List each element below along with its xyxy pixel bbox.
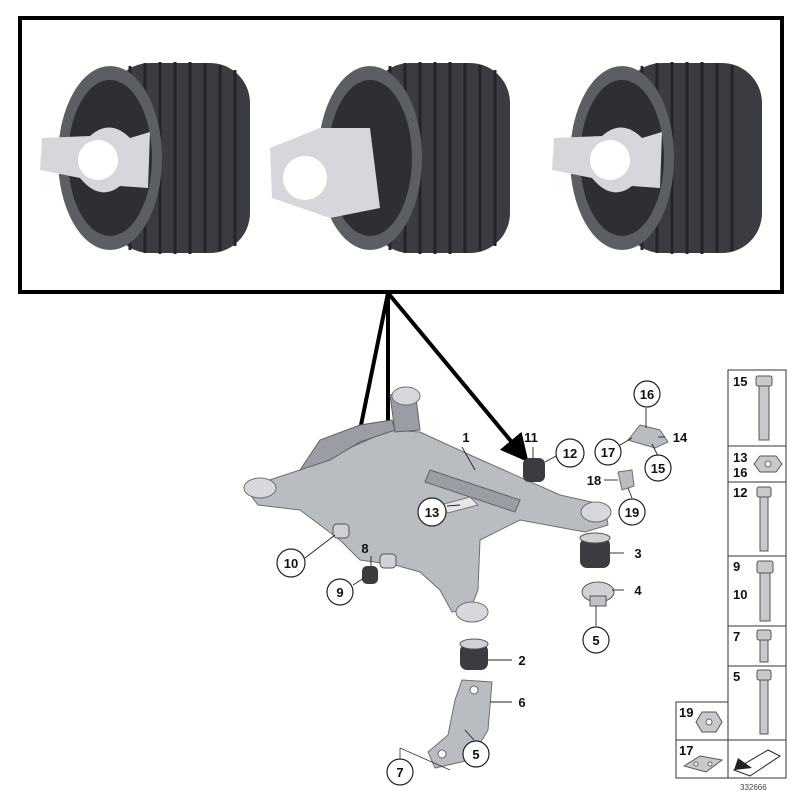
callout-18: 18 [587,473,601,488]
nut-13-16-icon [753,455,783,473]
callout-5a: 5 [592,633,599,648]
bolt-12-icon [756,486,772,552]
tray-label-19: 19 [679,705,693,720]
callout-2: 2 [518,653,525,668]
bolt-7-icon [756,629,772,663]
leader-lines [304,408,665,741]
tray-label-7: 7 [733,629,740,644]
bushing-photo-center [270,62,510,254]
bushing-photo-inset [18,16,784,294]
callout-14: 14 [673,430,688,445]
callout-12: 12 [563,446,577,461]
callout-10: 10 [284,556,298,571]
callout-9: 9 [336,585,343,600]
tray-label-9: 9 [733,559,740,574]
tray-label-13: 13 [733,450,747,465]
bushing-photo-left [40,62,250,254]
callout-7: 7 [396,765,403,780]
callout-16: 16 [640,387,654,402]
bushing-photo-right [552,62,762,254]
callout-19: 19 [625,505,639,520]
callout-8: 8 [361,541,368,556]
tray-label-5: 5 [733,669,740,684]
fastener-tray: 15 13 16 12 9 10 7 5 19 17 [675,369,787,792]
bolt-9-10-icon [756,560,774,622]
callout-17: 17 [601,445,615,460]
callout-15: 15 [651,461,665,476]
tray-label-16: 16 [733,465,747,480]
callout-1: 1 [462,430,469,445]
callout-4: 4 [634,583,642,598]
bolt-5-icon [756,669,772,735]
callout-5b: 5 [472,747,479,762]
bolt-15-icon [755,375,773,441]
catalog-number: 332666 [740,783,767,792]
tray-label-10: 10 [733,587,747,602]
tray-label-15: 15 [733,374,747,389]
callout-11: 11 [524,430,538,445]
callout-6: 6 [518,695,525,710]
callout-13: 13 [425,505,439,520]
tray-label-17: 17 [679,743,693,758]
callouts: 1 2 3 4 5 5 6 7 8 9 10 11 12 13 14 15 16… [276,380,688,786]
clip-17-icon [682,755,724,773]
tray-label-12: 12 [733,485,747,500]
nut-19-icon [695,711,723,733]
callout-3: 3 [634,546,641,561]
direction-arrow-icon [732,749,781,777]
